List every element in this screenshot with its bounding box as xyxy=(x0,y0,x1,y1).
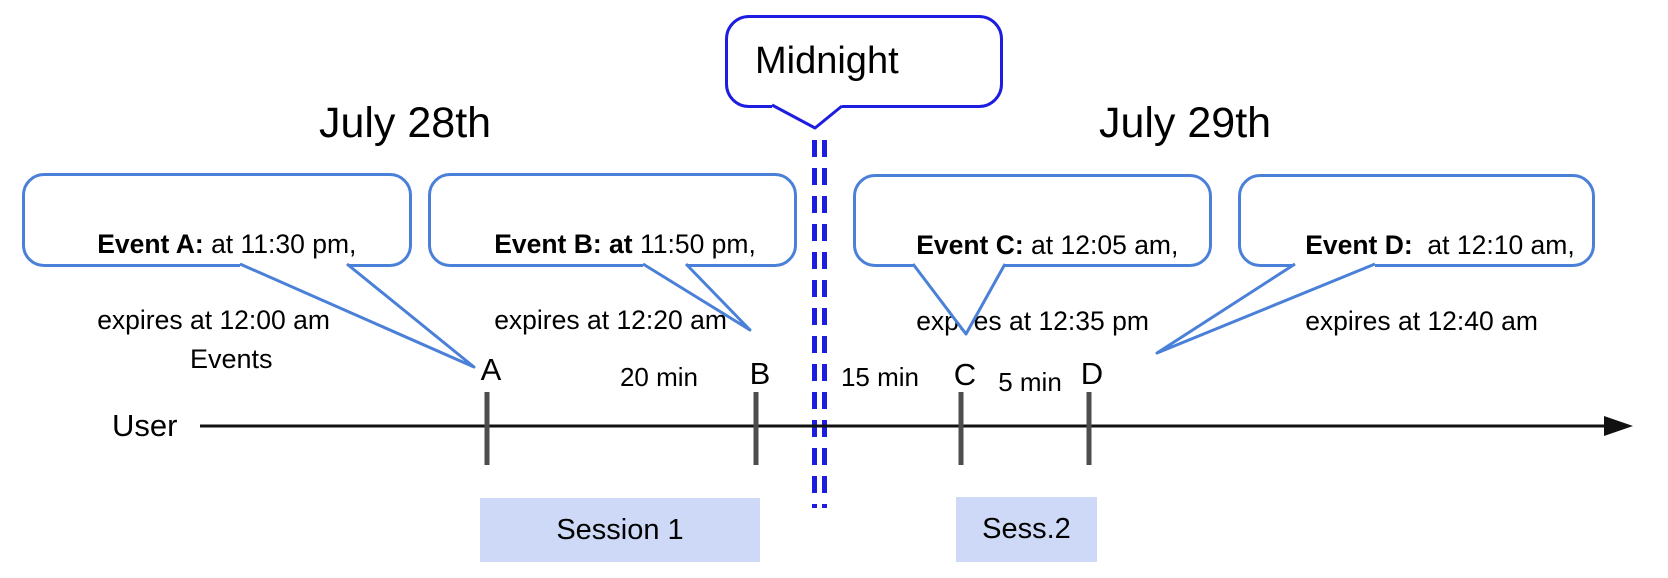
tick-label-a: A xyxy=(480,352,502,387)
event-d-title: Event D: xyxy=(1305,230,1413,260)
event-d-text: Event D: at 12:10 am, expires at 12:40 a… xyxy=(1241,177,1592,378)
midnight-label: Midnight xyxy=(755,40,899,82)
tick-label-d: D xyxy=(1080,356,1104,391)
session-1-label: Session 1 xyxy=(556,513,684,546)
event-b-title: Event B: at xyxy=(494,229,633,259)
event-c-expiry: expires at 12:35 pm xyxy=(916,306,1149,336)
event-b-text: Event B: at 11:50 pm, expires at 12:20 a… xyxy=(431,176,794,377)
event-a-title: Event A: xyxy=(97,229,204,259)
event-c-callout: Event C: at 12:05 am, expires at 12:35 p… xyxy=(853,174,1212,336)
event-b-time: 11:50 pm, xyxy=(632,229,756,259)
event-a-time: at 11:30 pm, xyxy=(203,229,357,259)
tick-label-c: C xyxy=(953,357,977,392)
events-axis-label: Events xyxy=(190,344,273,374)
event-d-callout: Event D: at 12:10 am, expires at 12:40 a… xyxy=(1238,174,1595,336)
midnight-pointer xyxy=(771,103,843,130)
date-header-july-28: July 28th xyxy=(318,99,492,147)
user-axis-label: User xyxy=(112,408,178,443)
interval-15min-label: 15 min xyxy=(840,362,920,392)
timeline-arrowhead-icon xyxy=(1604,416,1633,436)
event-c-text: Event C: at 12:05 am, expires at 12:35 p… xyxy=(856,177,1209,378)
session-2-label: Sess.2 xyxy=(982,513,1071,545)
date-header-july-29: July 29th xyxy=(1098,99,1272,147)
event-a-callout: Event A: at 11:30 pm, expires at 12:00 a… xyxy=(22,173,412,335)
event-c-time: at 12:05 am, xyxy=(1023,230,1179,260)
session-2-box: Sess.2 xyxy=(956,497,1097,562)
interval-5min-label: 5 min xyxy=(998,367,1062,397)
tick-label-b: B xyxy=(749,356,771,391)
event-b-expiry: expires at 12:20 am xyxy=(494,305,727,335)
event-c-title: Event C: xyxy=(916,230,1024,260)
midnight-callout: Midnight xyxy=(725,15,1003,108)
session-1-box: Session 1 xyxy=(480,498,760,562)
event-b-callout: Event B: at 11:50 pm, expires at 12:20 a… xyxy=(428,173,797,335)
interval-20min-label: 20 min xyxy=(619,362,699,392)
event-d-expiry: expires at 12:40 am xyxy=(1305,306,1538,336)
event-a-expiry: expires at 12:00 am xyxy=(97,305,330,335)
event-d-time: at 12:10 am, xyxy=(1412,230,1575,260)
